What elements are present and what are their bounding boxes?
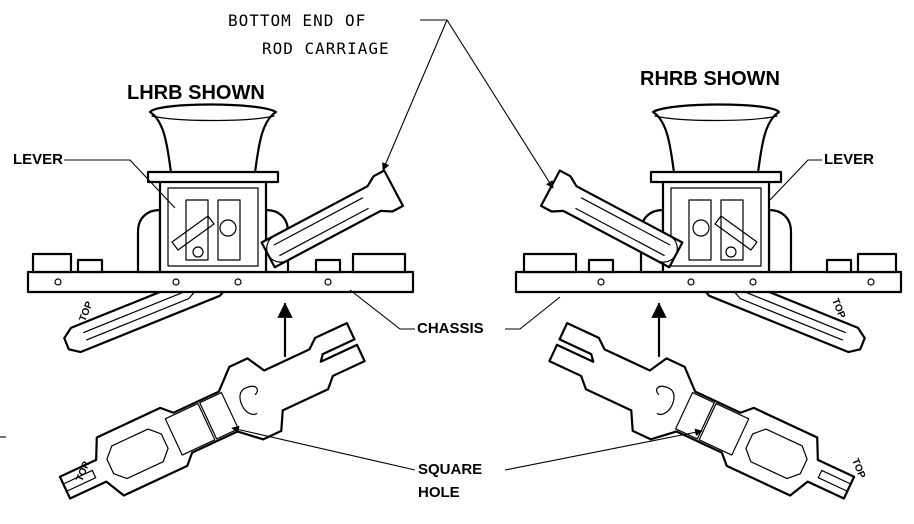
lever-right-leader <box>769 159 822 201</box>
bottom-end-label-line1: BOTTOM END OF <box>228 11 366 30</box>
square-hole-leaders <box>231 425 703 471</box>
chassis-label: CHASSIS <box>417 320 484 337</box>
chassis-leader-left <box>349 289 415 330</box>
lever-left-label: LEVER <box>13 151 63 168</box>
square-hole-label-line2: HOLE <box>418 484 460 501</box>
square-hole-label-line1: SQUARE <box>418 461 482 478</box>
bottom-end-leaders <box>382 19 554 189</box>
bottom-end-label-line2: ROD CARRIAGE <box>262 39 390 58</box>
lhrb-title: LHRB SHOWN <box>127 82 265 104</box>
chassis-leader-right <box>505 296 561 330</box>
lhrb-assembly <box>26 103 415 524</box>
rhrb-assembly <box>514 103 903 524</box>
rhrb-title: RHRB SHOWN <box>640 68 780 90</box>
lever-right-label: LEVER <box>824 151 874 168</box>
rhrb-rod-carriage <box>536 312 868 524</box>
lever-left-leader <box>64 159 176 209</box>
